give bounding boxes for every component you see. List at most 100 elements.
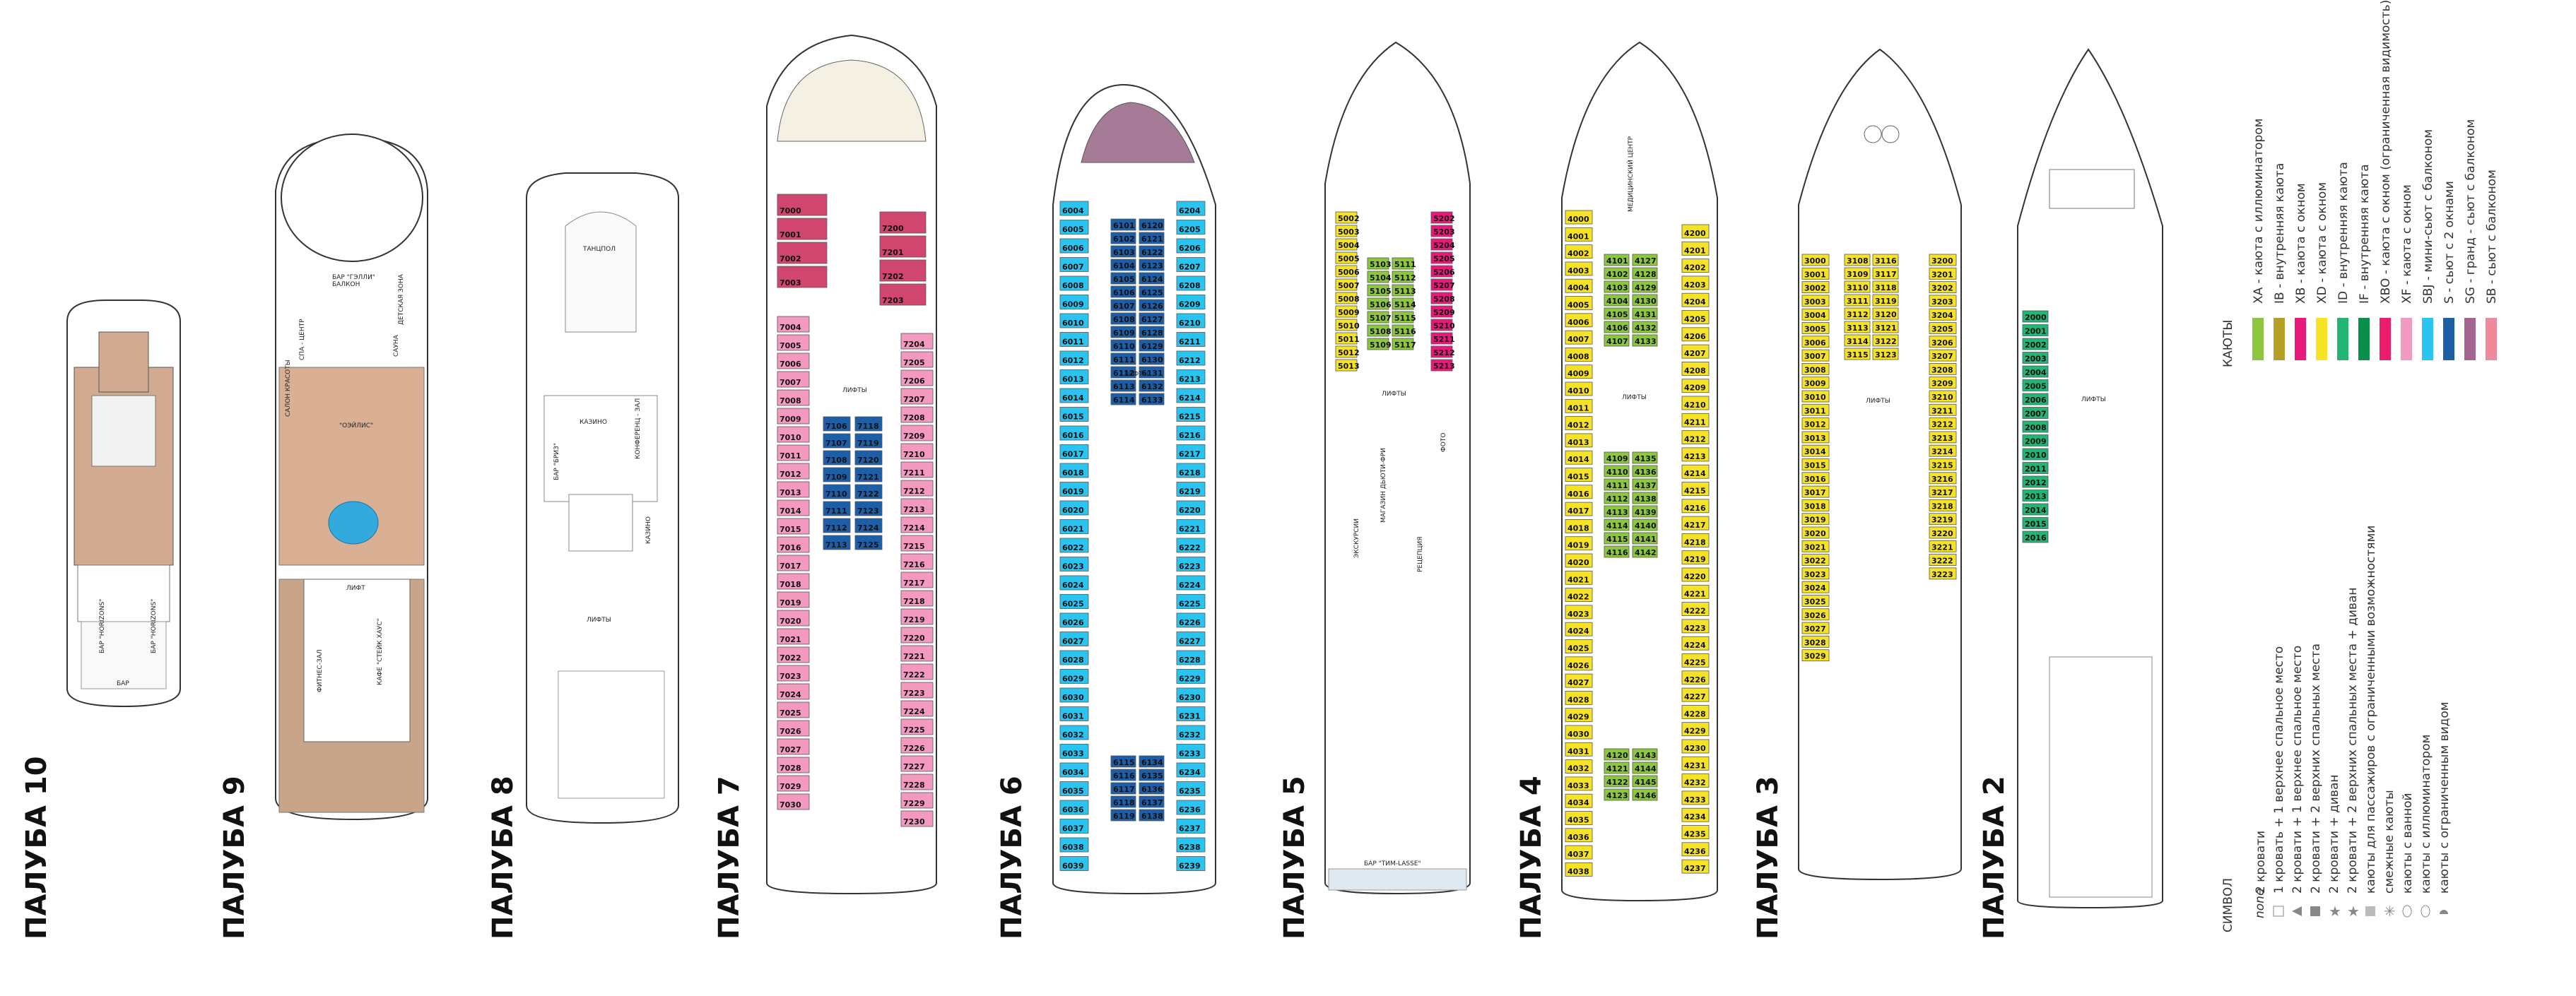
cabin-2009[interactable] [2022, 434, 2049, 446]
cabin-7003[interactable] [777, 266, 828, 288]
cabin-4123[interactable] [1604, 788, 1630, 801]
cabin-4214[interactable] [1681, 464, 1710, 479]
cabin-4113[interactable] [1604, 505, 1630, 518]
cabin-6109[interactable] [1110, 326, 1136, 338]
cabin-4213[interactable] [1681, 447, 1710, 462]
cabin-4021[interactable] [1565, 570, 1593, 585]
cabin-6024[interactable] [1059, 575, 1089, 591]
cabin-3013[interactable] [1801, 431, 1830, 444]
cabin-6119[interactable] [1110, 809, 1136, 822]
cabin-4223[interactable] [1681, 619, 1710, 634]
cabin-6107[interactable] [1110, 299, 1136, 312]
cabin-4204[interactable] [1681, 292, 1710, 307]
cabin-7005[interactable] [777, 334, 810, 351]
cabin-6016[interactable] [1059, 425, 1089, 441]
cabin-6033[interactable] [1059, 744, 1089, 759]
cabin-4027[interactable] [1565, 673, 1593, 688]
cabin-7217[interactable] [900, 571, 934, 588]
cabin-6011[interactable] [1059, 332, 1089, 347]
cabin-6031[interactable] [1059, 706, 1089, 721]
cabin-6034[interactable] [1059, 762, 1089, 778]
cabin-6138[interactable] [1139, 809, 1165, 822]
cabin-5109[interactable] [1367, 338, 1389, 350]
cabin-6113[interactable] [1110, 379, 1136, 392]
cabin-5105[interactable] [1367, 284, 1389, 297]
cabin-7026[interactable] [777, 720, 810, 737]
cabin-6237[interactable] [1176, 819, 1206, 834]
cabin-5204[interactable] [1430, 238, 1453, 251]
cabin-3022[interactable] [1801, 554, 1830, 566]
cabin-6108[interactable] [1110, 312, 1136, 325]
cabin-5114[interactable] [1392, 297, 1414, 310]
cabin-4008[interactable] [1565, 347, 1593, 362]
cabin-3209[interactable] [1929, 377, 1957, 389]
cabin-2011[interactable] [2022, 462, 2049, 474]
deck-3-outline[interactable] [1798, 48, 1962, 881]
cabin-5213[interactable] [1430, 359, 1453, 372]
cabin-7110[interactable] [823, 484, 851, 499]
cabin-5112[interactable] [1392, 271, 1414, 283]
cabin-4115[interactable] [1604, 532, 1630, 545]
cabin-6039[interactable] [1059, 856, 1089, 871]
cabin-6013[interactable] [1059, 369, 1089, 384]
cabin-7111[interactable] [823, 501, 851, 516]
cabin-4138[interactable] [1632, 492, 1658, 504]
cabin-5004[interactable] [1335, 238, 1358, 251]
cabin-4216[interactable] [1681, 499, 1710, 514]
cabin-7113[interactable] [823, 535, 851, 550]
cabin-4002[interactable] [1565, 244, 1593, 259]
cabin-6133[interactable] [1139, 393, 1165, 405]
cabin-6214[interactable] [1176, 388, 1206, 403]
cabin-6020[interactable] [1059, 500, 1089, 516]
cabin-3000[interactable] [1801, 254, 1830, 266]
cabin-7029[interactable] [777, 775, 810, 792]
cabin-4012[interactable] [1565, 416, 1593, 430]
cabin-4116[interactable] [1604, 545, 1630, 558]
cabin-3121[interactable] [1872, 321, 1899, 333]
cabin-3028[interactable] [1801, 636, 1830, 648]
cabin-6229[interactable] [1176, 669, 1206, 684]
cabin-4121[interactable] [1604, 761, 1630, 774]
cabin-3021[interactable] [1801, 540, 1830, 552]
cabin-7008[interactable] [777, 389, 810, 406]
cabin-6128[interactable] [1139, 326, 1165, 338]
cabin-6125[interactable] [1139, 285, 1165, 298]
cabin-6030[interactable] [1059, 687, 1089, 703]
cabin-6226[interactable] [1176, 612, 1206, 628]
cabin-2004[interactable] [2022, 365, 2049, 378]
cabin-3210[interactable] [1929, 390, 1957, 403]
cabin-4145[interactable] [1632, 775, 1658, 788]
cabin-4219[interactable] [1681, 550, 1710, 565]
cabin-6009[interactable] [1059, 295, 1089, 309]
cabin-3020[interactable] [1801, 526, 1830, 539]
cabin-3008[interactable] [1801, 363, 1830, 375]
cabin-3016[interactable] [1801, 472, 1830, 485]
cabin-3018[interactable] [1801, 499, 1830, 511]
cabin-6131[interactable] [1139, 366, 1165, 379]
cabin-5207[interactable] [1430, 278, 1453, 291]
cabin-6102[interactable] [1110, 232, 1136, 244]
cabin-3213[interactable] [1929, 431, 1957, 444]
cabin-3205[interactable] [1929, 322, 1957, 334]
cabin-4143[interactable] [1632, 748, 1658, 761]
cabin-3116[interactable] [1872, 254, 1899, 266]
cabin-6118[interactable] [1110, 795, 1136, 808]
cabin-6110[interactable] [1110, 339, 1136, 352]
cabin-4210[interactable] [1681, 396, 1710, 410]
cabin-7119[interactable] [854, 433, 883, 449]
cabin-7006[interactable] [777, 352, 810, 369]
cabin-5107[interactable] [1367, 311, 1389, 324]
cabin-4133[interactable] [1632, 334, 1658, 347]
cabin-3006[interactable] [1801, 336, 1830, 348]
cabin-3005[interactable] [1801, 322, 1830, 334]
cabin-3014[interactable] [1801, 444, 1830, 457]
cabin-4217[interactable] [1681, 516, 1710, 530]
cabin-4003[interactable] [1565, 261, 1593, 276]
cabin-7209[interactable] [900, 425, 934, 441]
cabin-6230[interactable] [1176, 687, 1206, 703]
cabin-6231[interactable] [1176, 706, 1206, 721]
cabin-4034[interactable] [1565, 793, 1593, 808]
cabin-4127[interactable] [1632, 254, 1658, 266]
cabin-7226[interactable] [900, 737, 934, 754]
cabin-6228[interactable] [1176, 650, 1206, 665]
